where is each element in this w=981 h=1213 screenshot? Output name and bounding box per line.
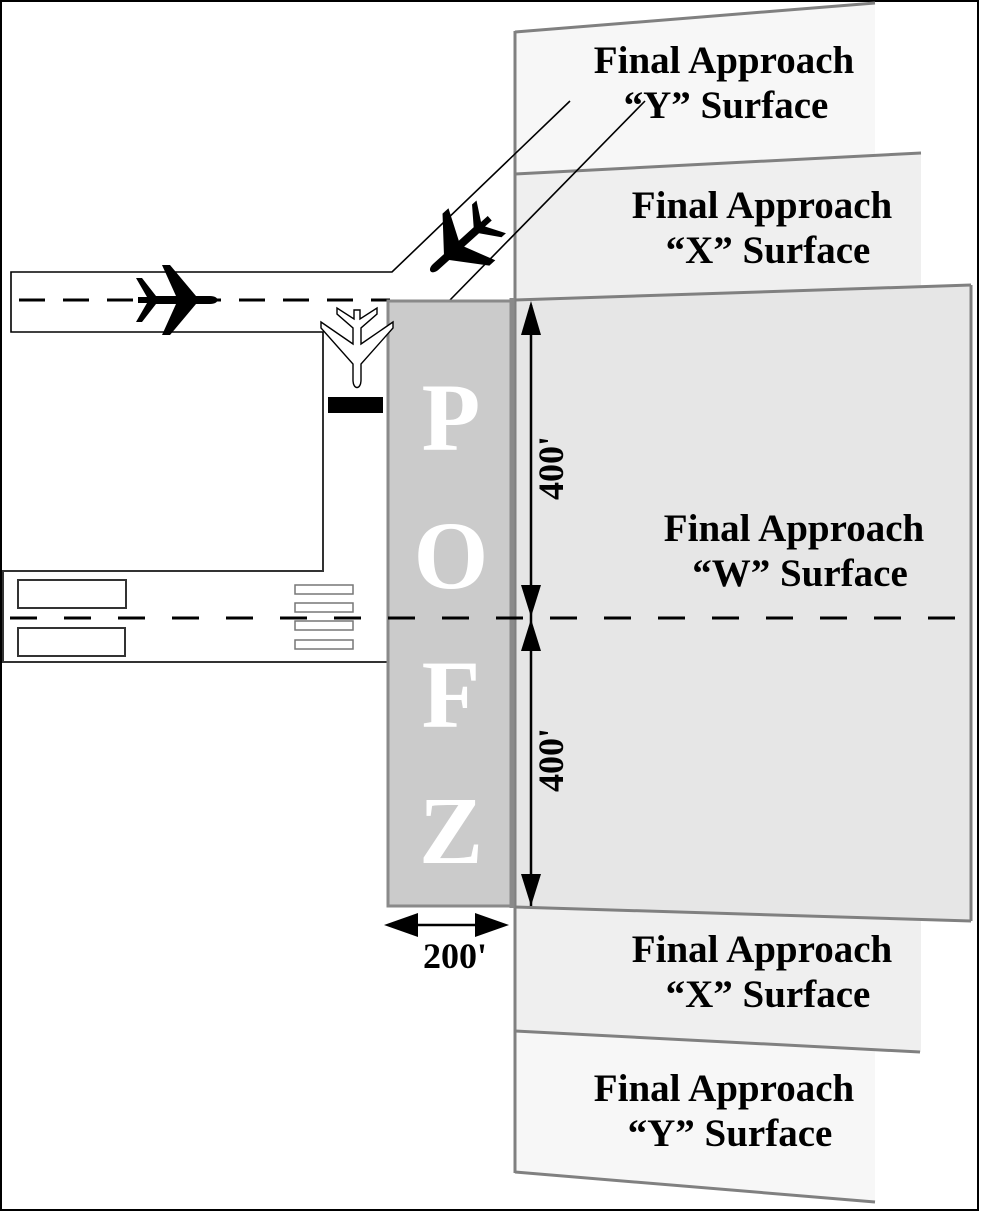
dimension-label-upper: 400' <box>531 436 571 500</box>
surface-x-top-label-line1: Final Approach <box>632 184 893 227</box>
surface-w-label-line2: “W” Surface <box>692 552 908 595</box>
airplane-departing-icon <box>430 200 506 273</box>
touchdown-marking <box>17 627 126 657</box>
surface-w <box>515 285 971 921</box>
touchdown-marking <box>17 579 127 609</box>
surface-y-top-label-line2: “Y” Surface <box>624 84 829 127</box>
threshold-markings <box>294 584 354 650</box>
airplane-taxiing-icon <box>136 265 218 335</box>
airplane-holding-icon <box>320 306 394 389</box>
pofz-letter-f: F <box>422 641 481 748</box>
dimension-label-lower: 400' <box>531 728 571 792</box>
surface-x-bottom-label-line2: “X” Surface <box>666 973 871 1016</box>
pofz-area <box>386 299 514 908</box>
hold-bar-icon <box>328 397 383 413</box>
surface-x-top <box>515 153 921 300</box>
surface-x-bottom <box>515 907 921 1052</box>
runway <box>2 570 388 663</box>
pofz-letter-o: O <box>414 502 489 609</box>
pofz-letter-z: Z <box>419 777 483 884</box>
surface-x-top-label-line2: “X” Surface <box>666 229 871 272</box>
surface-edges <box>513 1 973 1204</box>
pofz-letter-p: P <box>422 364 481 471</box>
surface-y-bottom-label-line2: “Y” Surface <box>628 1112 833 1155</box>
surface-x-bottom-label-line1: Final Approach <box>632 928 893 971</box>
surface-y-bottom <box>515 1031 875 1201</box>
dimension-vertical <box>521 301 541 906</box>
surface-w-label-line1: Final Approach <box>664 507 925 550</box>
dimension-horizontal <box>384 913 509 937</box>
surface-y-top <box>515 3 875 174</box>
surface-y-top-label-line1: Final Approach <box>594 39 855 82</box>
taxiway <box>10 100 646 572</box>
surface-y-bottom-label-line1: Final Approach <box>594 1067 855 1110</box>
dimension-label-width: 200' <box>423 936 487 976</box>
